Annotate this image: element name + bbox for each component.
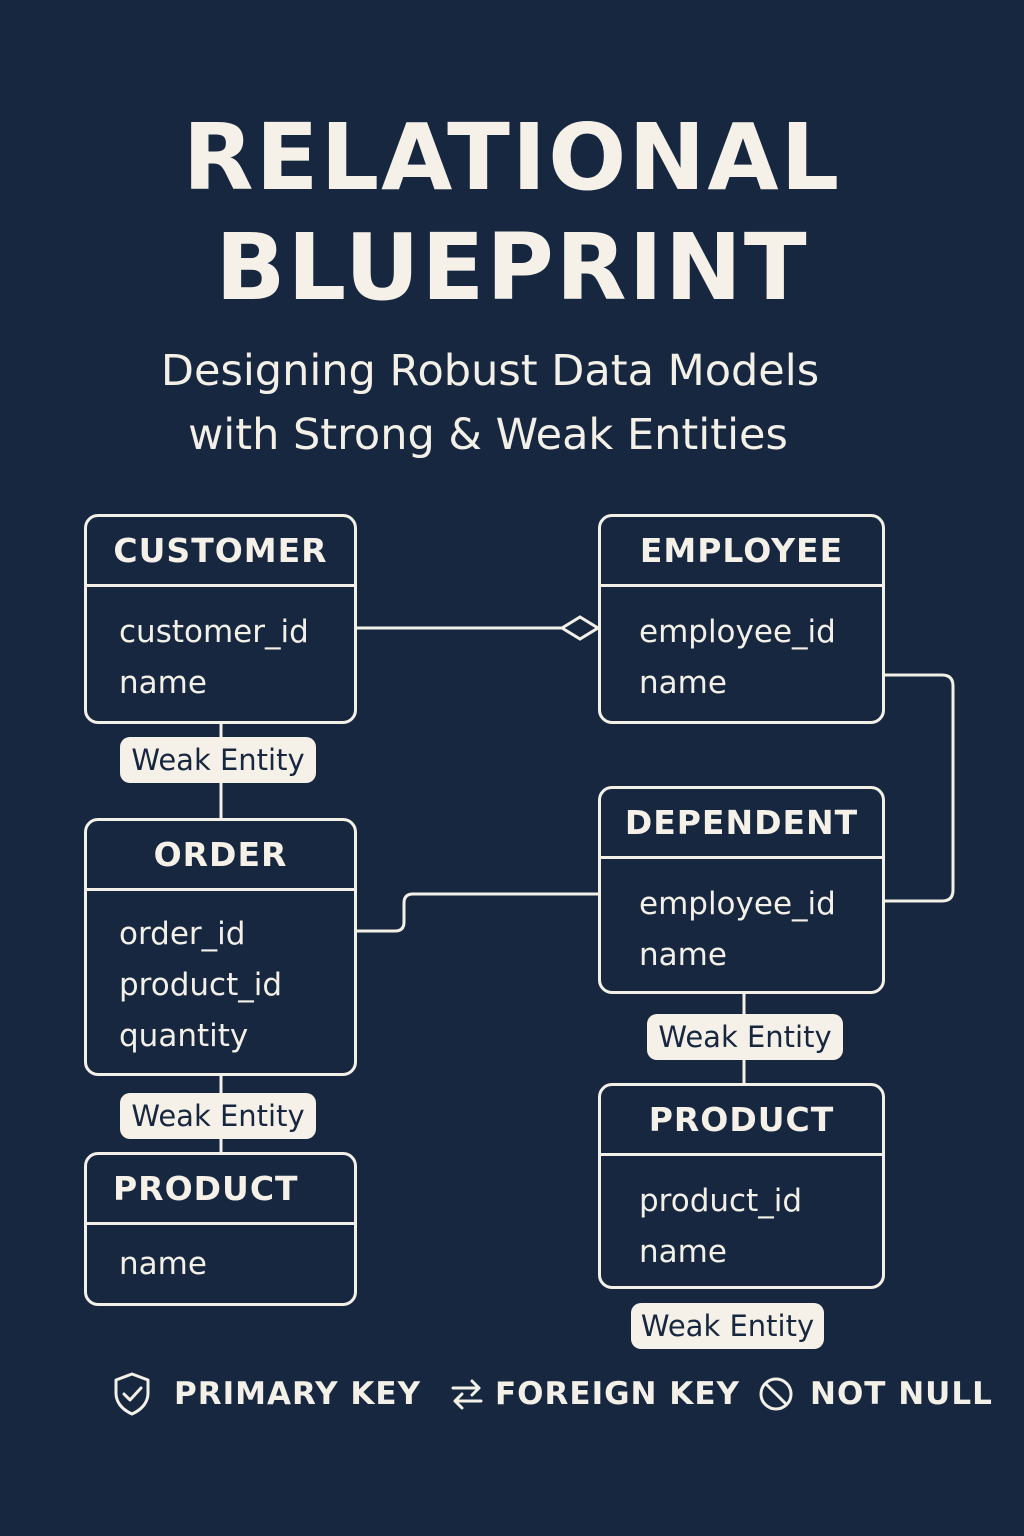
attribute-order-id: order_id (119, 916, 246, 952)
entity-employee-header: EMPLOYEE (601, 517, 882, 587)
attribute-name: name (119, 1246, 207, 1282)
attribute-quantity: quantity (119, 1018, 249, 1054)
prohibited-icon (758, 1376, 794, 1412)
legend: PRIMARY KEY FOREIGN KEY NOT NULL (0, 1368, 1024, 1420)
entity-order-attributes: order_id product_id quantity (87, 891, 354, 1062)
legend-primary-key-label: PRIMARY KEY (174, 1376, 422, 1412)
legend-not-null-label: NOT NULL (810, 1376, 993, 1412)
subtitle-line-2: with Strong & Weak Entities (188, 410, 788, 460)
weak-entity-badge-customer-order: Weak Entity (120, 737, 316, 783)
entity-product-right-attributes: product_id name (601, 1156, 882, 1278)
entity-product-left-header: PRODUCT (87, 1155, 354, 1225)
entity-product-left-attributes: name (87, 1225, 354, 1290)
subtitle-line-1: Designing Robust Data Models (160, 346, 820, 396)
attribute-employee-id: employee_id (639, 886, 836, 922)
entity-dependent-header: DEPENDENT (601, 789, 882, 859)
entity-customer-header: CUSTOMER (87, 517, 354, 587)
entity-order: ORDER order_id product_id quantity (84, 818, 357, 1076)
title-line-1: RELATIONAL (182, 104, 842, 211)
swap-arrows-icon (449, 1376, 485, 1412)
entity-dependent: DEPENDENT employee_id name (598, 786, 885, 994)
entity-product-right-header: PRODUCT (601, 1086, 882, 1156)
legend-foreign-key: FOREIGN KEY (449, 1368, 740, 1420)
attribute-employee-id: employee_id (639, 614, 836, 650)
entity-customer: CUSTOMER customer_id name (84, 514, 357, 724)
weak-entity-badge-product-right: Weak Entity (631, 1303, 824, 1349)
weak-entity-badge-dependent-product: Weak Entity (647, 1014, 843, 1060)
attribute-customer-id: customer_id (119, 614, 309, 650)
legend-primary-key: PRIMARY KEY (112, 1368, 421, 1420)
connector-employee-dependent (885, 673, 955, 903)
legend-foreign-key-label: FOREIGN KEY (495, 1376, 740, 1412)
entity-product-left: PRODUCT name (84, 1152, 357, 1306)
attribute-product-id: product_id (639, 1183, 803, 1219)
entity-product-right: PRODUCT product_id name (598, 1083, 885, 1289)
title-line-2: BLUEPRINT (215, 214, 809, 321)
connector-order-dependent (357, 892, 600, 933)
attribute-name: name (639, 937, 727, 973)
entity-customer-attributes: customer_id name (87, 587, 354, 709)
attribute-name: name (119, 665, 207, 701)
attribute-product-id: product_id (119, 967, 283, 1003)
aggregation-diamond-icon (559, 615, 601, 641)
attribute-name: name (639, 665, 727, 701)
attribute-name: name (639, 1234, 727, 1270)
legend-not-null: NOT NULL (758, 1368, 993, 1420)
entity-employee: EMPLOYEE employee_id name (598, 514, 885, 724)
shield-check-icon (112, 1371, 152, 1417)
weak-entity-badge-order-product: Weak Entity (120, 1093, 316, 1139)
entity-dependent-attributes: employee_id name (601, 859, 882, 981)
entity-order-header: ORDER (87, 821, 354, 891)
entity-employee-attributes: employee_id name (601, 587, 882, 709)
